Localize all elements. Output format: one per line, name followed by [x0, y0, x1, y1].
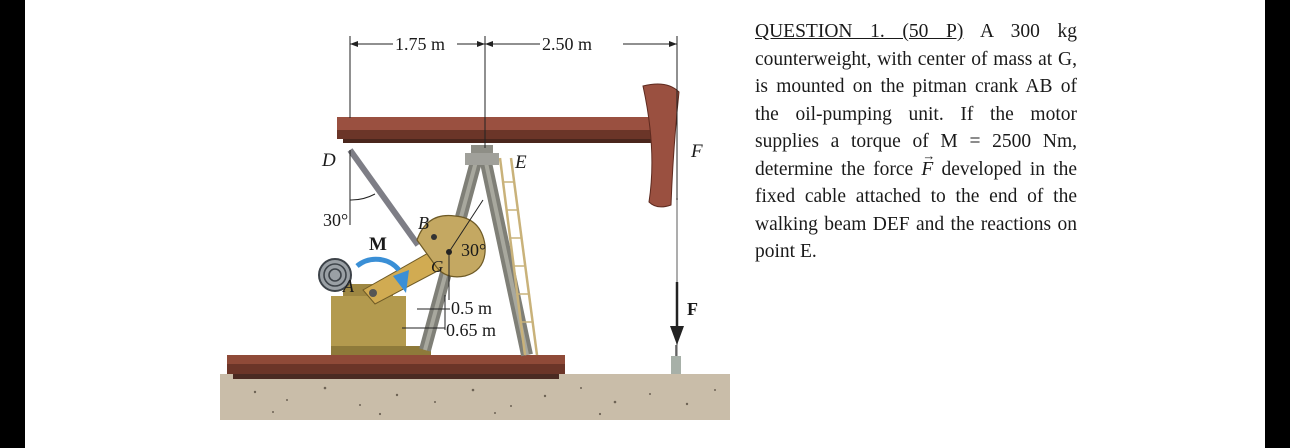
ladder — [498, 157, 539, 356]
ground-speckles — [253, 386, 716, 416]
question-heading: QUESTION 1. (50 P) — [755, 21, 964, 42]
label-F-top: F — [690, 141, 703, 162]
angle-crank-label: 30° — [461, 240, 486, 260]
crank-angle-lines — [444, 199, 484, 330]
label-M: M — [369, 234, 387, 255]
oil-pump-diagram: 1.75 m 2.50 m D E F F M A B G 30° 30° 0.… — [220, 34, 730, 420]
label-E: E — [514, 152, 527, 173]
dim-left-label: 1.75 m — [395, 34, 445, 54]
ground — [220, 374, 730, 420]
label-G: G — [431, 257, 443, 276]
pitman-link — [347, 148, 421, 247]
label-D: D — [321, 150, 336, 171]
force-vector-symbol: F — [921, 142, 935, 184]
force-arrow — [670, 282, 684, 345]
dim-arrowheads — [350, 41, 677, 47]
angle-left-label: 30° — [323, 210, 348, 230]
dimension-lines — [349, 36, 678, 200]
dim-065-label: 0.65 m — [446, 320, 496, 340]
question-body-1: A 300 kg counterweight, with center of m… — [755, 21, 1077, 180]
walking-beam — [337, 83, 680, 208]
depth-dims — [402, 308, 450, 329]
dim-right-label: 2.50 m — [542, 34, 592, 54]
dim-05-label: 0.5 m — [451, 298, 492, 318]
question-body-2: developed in the fixed cable attached to… — [755, 158, 1077, 263]
base-rail — [227, 355, 565, 364]
label-F-bottom: F — [687, 299, 698, 319]
question-text: QUESTION 1. (50 P) A 300 kg counterweigh… — [755, 18, 1077, 266]
torque-arrow — [355, 256, 401, 272]
label-B: B — [418, 213, 429, 233]
page: 1.75 m 2.50 m D E F F M A B G 30° 30° 0.… — [25, 0, 1265, 448]
label-A: A — [342, 276, 355, 296]
wellhead — [671, 356, 681, 374]
motor-base — [331, 296, 406, 346]
motor-wheel — [318, 258, 352, 292]
